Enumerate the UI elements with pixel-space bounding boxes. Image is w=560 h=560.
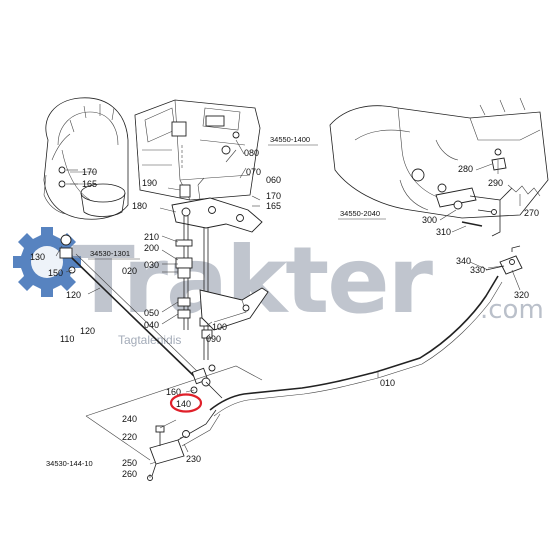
- callout-120-rod: 120: [66, 290, 81, 300]
- highlight-140: 140: [169, 393, 203, 413]
- callout-280: 280: [458, 164, 473, 174]
- callout-220: 220: [122, 432, 137, 442]
- callout-170-right: 170: [266, 191, 281, 201]
- callout-170-left: 170: [82, 167, 97, 177]
- drawing-linework: [43, 97, 549, 481]
- shift-arm-plate: [171, 177, 263, 233]
- callout-050: 050: [144, 308, 159, 318]
- right-shifter-assembly: [435, 148, 541, 237]
- callout-150: 150: [48, 268, 63, 278]
- callout-190: 190: [142, 178, 157, 188]
- callout-320: 320: [514, 290, 529, 300]
- callout-180: 180: [132, 201, 147, 211]
- right-housing: [329, 97, 549, 219]
- highlight-ring: [169, 393, 203, 413]
- callout-240: 240: [122, 414, 137, 424]
- transmission-housing-left: [43, 97, 129, 220]
- main-rod: [209, 275, 503, 417]
- callout-165-right: 165: [266, 201, 281, 211]
- callout-040: 040: [144, 320, 159, 330]
- callout-120-small: 120: [80, 326, 95, 336]
- callout-310: 310: [436, 227, 451, 237]
- callout-270: 270: [524, 208, 539, 218]
- ref-34550-1400: 34550-1400: [270, 135, 310, 144]
- callout-290: 290: [488, 178, 503, 188]
- callout-070: 070: [246, 167, 261, 177]
- callout-330: 330: [470, 265, 485, 275]
- callout-210: 210: [144, 232, 159, 242]
- callout-340: 340: [456, 256, 471, 266]
- callout-130: 130: [30, 252, 45, 262]
- callout-030: 030: [144, 260, 159, 270]
- reference-labels: 34550-1400 34550-2040 34530-1301 34530-1…: [46, 135, 386, 468]
- callout-250: 250: [122, 458, 137, 468]
- callout-165-left: 165: [82, 179, 97, 189]
- callout-160: 160: [166, 387, 181, 397]
- callout-200: 200: [144, 243, 159, 253]
- callout-110: 110: [60, 334, 74, 344]
- drawing-number: 34530-144-10: [46, 459, 93, 468]
- ref-34550-2040: 34550-2040: [340, 209, 380, 218]
- watermark-domain: .com: [480, 295, 544, 325]
- leader-lines: [55, 139, 521, 478]
- callout-080: 080: [244, 148, 259, 158]
- callout-100: 100: [212, 322, 227, 332]
- watermark-brand: Trakter: [72, 227, 434, 334]
- right-end-linkage: [485, 245, 523, 275]
- mounting-bracket: [199, 287, 269, 331]
- callout-090: 090: [206, 334, 221, 344]
- callout-020: 020: [122, 266, 137, 276]
- callout-labels: 170 165 130 150 120 120 110 190 180 210 …: [30, 148, 539, 479]
- ball-joint-assembly: [190, 364, 223, 399]
- watermark-subtitle: Tagtalenidis: [118, 333, 181, 347]
- frame-lines: [85, 365, 263, 461]
- callout-260: 260: [122, 469, 137, 479]
- ref-34530-1301: 34530-1301: [90, 249, 130, 258]
- left-rod: [59, 234, 201, 379]
- callout-010: 010: [380, 378, 395, 388]
- lower-clevis-assembly: [147, 409, 221, 481]
- callout-140: 140: [176, 399, 191, 409]
- callout-300: 300: [422, 215, 437, 225]
- callout-060: 060: [266, 175, 281, 185]
- callout-230: 230: [186, 454, 201, 464]
